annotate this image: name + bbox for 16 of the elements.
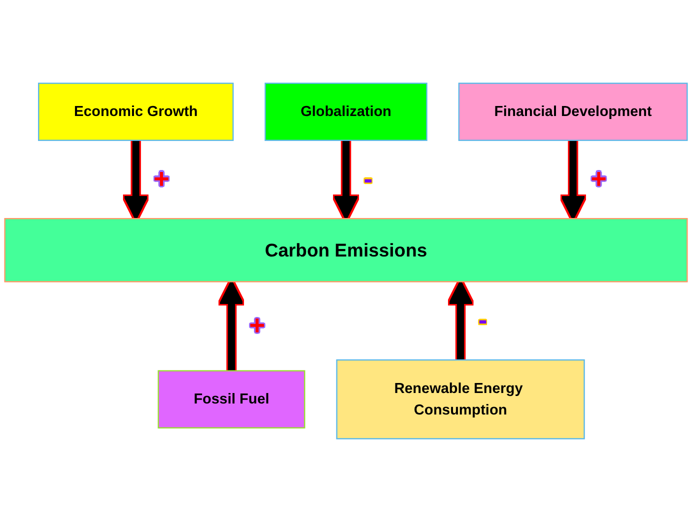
edge-label: + [590,164,607,194]
node-box: Renewable Energy Consumption [336,359,585,440]
edge-label: + [154,164,170,194]
edge-label: + [249,310,266,341]
node-box: Economic Growth [38,82,234,141]
node-box: Carbon Emissions [4,218,688,282]
arrow [123,140,148,220]
arrow [334,140,358,220]
edge-label: - [478,304,488,336]
edge-label: - [364,164,373,194]
arrow [448,280,473,360]
node-box: Fossil Fuel [158,370,306,428]
node-box: Globalization [264,82,428,141]
arrow [560,140,586,220]
node-box: Financial Development [458,82,688,141]
arrow [219,280,244,371]
